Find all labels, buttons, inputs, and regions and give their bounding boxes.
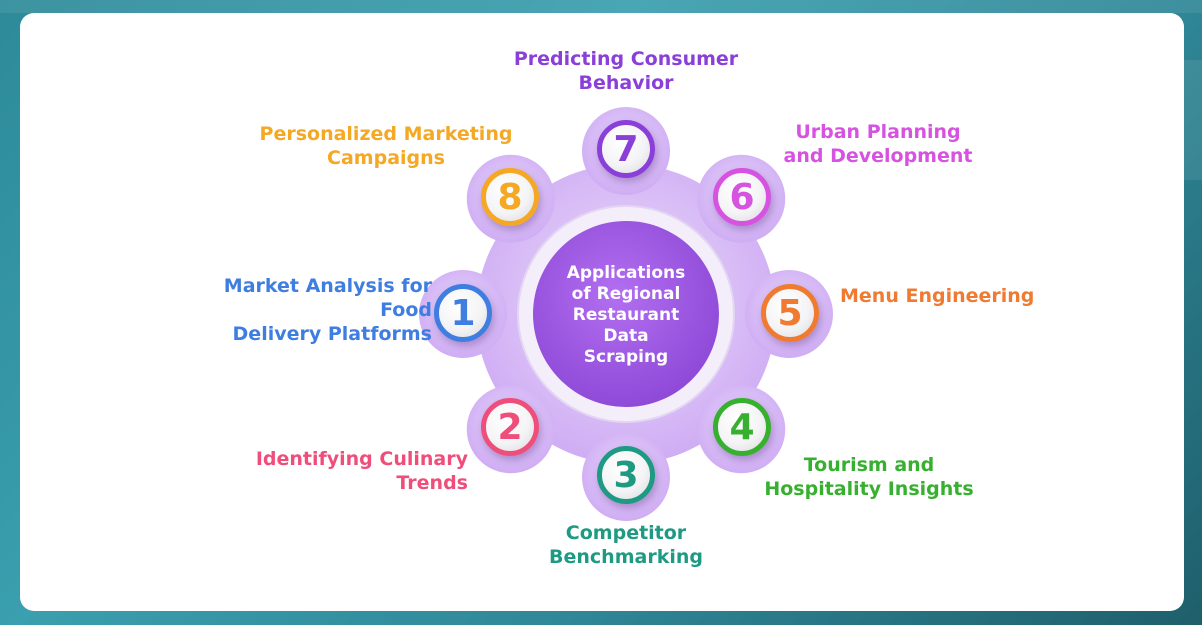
label-competitor-benchmarking: Competitor Benchmarking [536, 521, 716, 569]
node-8-badge: 8 [481, 168, 539, 226]
center-line: Applications [566, 263, 686, 283]
label-line: Delivery Platforms [232, 323, 432, 345]
node-7-badge: 7 [597, 120, 655, 178]
label-line: and Development [783, 145, 973, 167]
node-2-badge: 2 [481, 398, 539, 456]
node-4-badge: 4 [713, 398, 771, 456]
center-line: of Regional [571, 284, 681, 304]
node-3-badge: 3 [597, 446, 655, 504]
label-line: Tourism and [803, 454, 935, 476]
label-line: Predicting Consumer [513, 48, 739, 70]
center-line: Restaurant [572, 305, 680, 325]
center-title: Applications of Regional Restaurant Data… [541, 258, 711, 373]
label-line: Trends [396, 472, 468, 494]
label-line: Hospitality Insights [764, 478, 974, 500]
label-line: Competitor [565, 522, 687, 544]
label-urban-planning: Urban Planning and Development [778, 120, 978, 168]
center-line: Data [603, 326, 649, 346]
label-culinary-trends: Identifying Culinary Trends [236, 447, 468, 495]
center-line: Scraping [583, 347, 669, 367]
label-line: Identifying Culinary [255, 448, 468, 470]
center-circle [533, 221, 719, 407]
label-menu-engineering: Menu Engineering [840, 284, 1040, 308]
label-predicting-behavior: Predicting Consumer Behavior [506, 47, 746, 95]
label-line: Urban Planning [795, 121, 961, 143]
label-line: Campaigns [327, 147, 445, 169]
label-market-analysis: Market Analysis for Food Delivery Platfo… [170, 274, 432, 346]
label-line: Personalized Marketing [259, 123, 513, 145]
node-6-badge: 6 [713, 168, 771, 226]
node-1-badge: 1 [434, 284, 492, 342]
label-line: Benchmarking [549, 546, 703, 568]
label-line: Menu Engineering [840, 285, 1035, 307]
node-5-badge: 5 [761, 284, 819, 342]
label-personalized-marketing: Personalized Marketing Campaigns [258, 122, 514, 170]
label-tourism-hospitality: Tourism and Hospitality Insights [764, 453, 974, 501]
label-line: Market Analysis for Food [223, 275, 432, 321]
label-line: Behavior [578, 72, 674, 94]
